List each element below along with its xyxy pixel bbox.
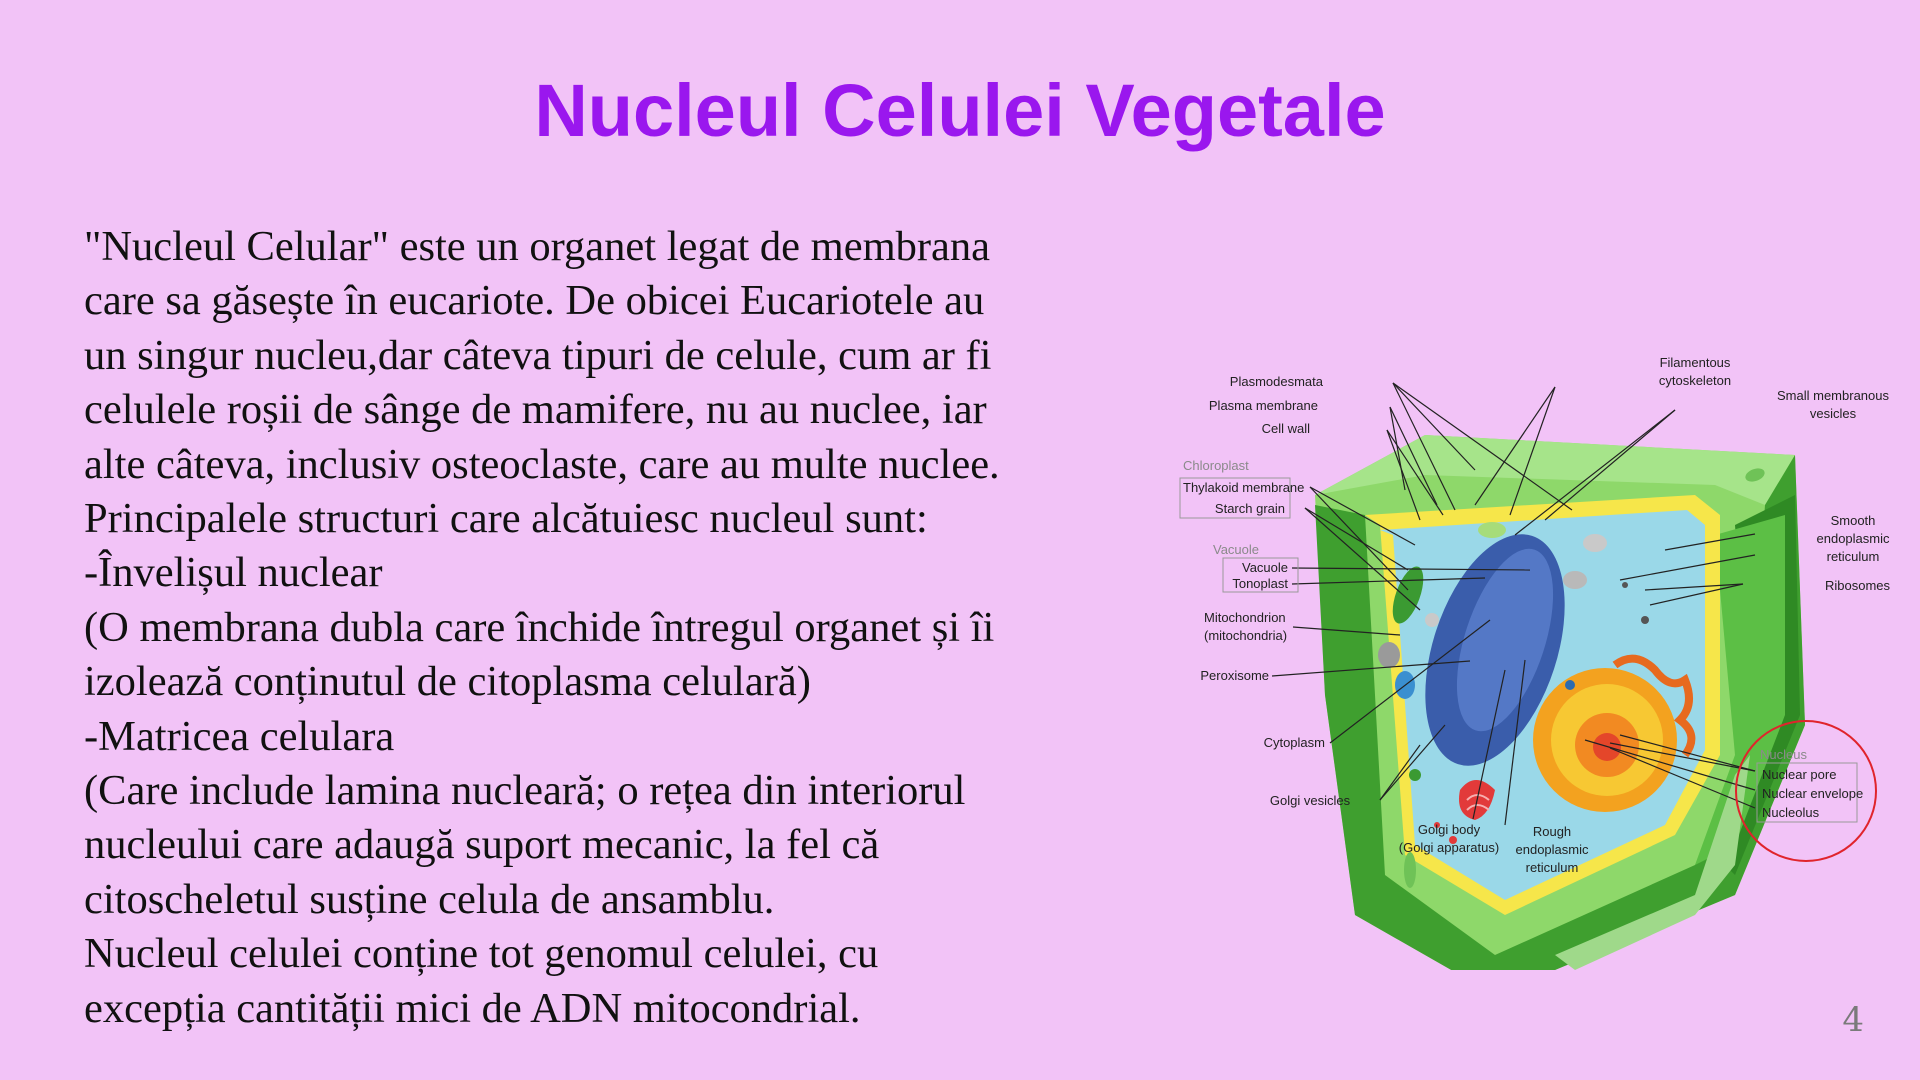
label-smooth-er-1: Smooth — [1831, 513, 1876, 528]
label-golgi-vesicles: Golgi vesicles — [1270, 793, 1351, 808]
body-line: -Învelișul nuclear — [84, 549, 383, 597]
label-mitochondria: (mitochondria) — [1204, 628, 1287, 643]
label-rough-er-2: endoplasmic — [1516, 842, 1589, 857]
label-nucleus-group: Nucleus — [1760, 747, 1807, 762]
label-cell-wall: Cell wall — [1262, 421, 1311, 436]
body-line: alte câteva, inclusiv osteoclaste, care … — [84, 440, 1000, 488]
label-small-vesicles: Small membranous — [1777, 388, 1889, 403]
label-nuclear-pore: Nuclear pore — [1762, 767, 1836, 782]
body-line: un singur nucleu,dar câteva tipuri de ce… — [84, 331, 992, 379]
label-small-vesicles-2: vesicles — [1810, 406, 1857, 421]
label-rough-er-3: reticulum — [1526, 860, 1579, 875]
body-line: (Care include lamina nucleară; o rețea d… — [84, 767, 966, 815]
slide-title: Nucleul Celulei Vegetale — [534, 69, 1386, 152]
label-chloroplast: Chloroplast — [1183, 458, 1249, 473]
body-line: care sa găsește în eucariote. De obicei … — [84, 277, 985, 325]
nucleus-highlight-circle — [1735, 720, 1877, 862]
body-line: "Nucleul Celular" este un organet legat … — [84, 223, 991, 270]
label-starch-grain: Starch grain — [1215, 501, 1285, 516]
label-plasmodesmata: Plasmodesmata — [1230, 374, 1324, 389]
label-plasma-membrane: Plasma membrane — [1209, 398, 1318, 413]
label-rough-er-1: Rough — [1533, 824, 1571, 839]
label-ribosomes: Ribosomes — [1825, 578, 1891, 593]
body-line: Principalele structuri care alcătuiesc n… — [84, 495, 928, 543]
label-golgi-apparatus: (Golgi apparatus) — [1399, 840, 1499, 855]
nucleus-shape — [1533, 668, 1677, 812]
label-cytoskeleton: cytoskeleton — [1659, 373, 1731, 388]
label-golgi-body: Golgi body — [1418, 822, 1481, 837]
body-line: celulele roșii de sânge de mamifere, nu … — [84, 386, 987, 434]
label-nucleolus: Nucleolus — [1762, 805, 1820, 820]
label-vacuole-group: Vacuole — [1213, 542, 1259, 557]
label-smooth-er-2: endoplasmic — [1817, 531, 1890, 546]
label-mitochondrion: Mitochondrion — [1204, 610, 1286, 625]
body-line: Nucleul celulei conține tot genomul celu… — [84, 930, 879, 978]
body-line: nucleului care adaugă suport mecanic, la… — [84, 821, 880, 869]
body-line: izolează conținutul de citoplasma celula… — [84, 658, 811, 706]
label-tonoplast: Tonoplast — [1232, 576, 1288, 591]
plant-cell-diagram: Plasmodesmata Plasma membrane Cell wall … — [1175, 290, 1905, 970]
body-line: -Matricea celulara — [84, 712, 395, 760]
pointer-lines — [1271, 382, 1756, 826]
body-line: (O membrana dubla care închide întregul … — [84, 603, 995, 651]
label-peroxisome: Peroxisome — [1200, 668, 1269, 683]
label-thylakoid: Thylakoid membrane — [1183, 480, 1304, 495]
label-cytoplasm: Cytoplasm — [1264, 735, 1325, 750]
label-filamentous: Filamentous — [1660, 355, 1731, 370]
body-line: citoscheletul susține celula de ansamblu… — [84, 875, 775, 923]
label-nuclear-envelope: Nuclear envelope — [1762, 786, 1863, 801]
label-smooth-er-3: reticulum — [1827, 549, 1880, 564]
page-number: 4 — [1842, 1000, 1864, 1040]
body-line: excepția cantității mici de ADN mitocond… — [84, 984, 861, 1032]
label-vacuole: Vacuole — [1242, 560, 1288, 575]
body-text: "Nucleul Celular" este un organet legat … — [84, 220, 1174, 1036]
